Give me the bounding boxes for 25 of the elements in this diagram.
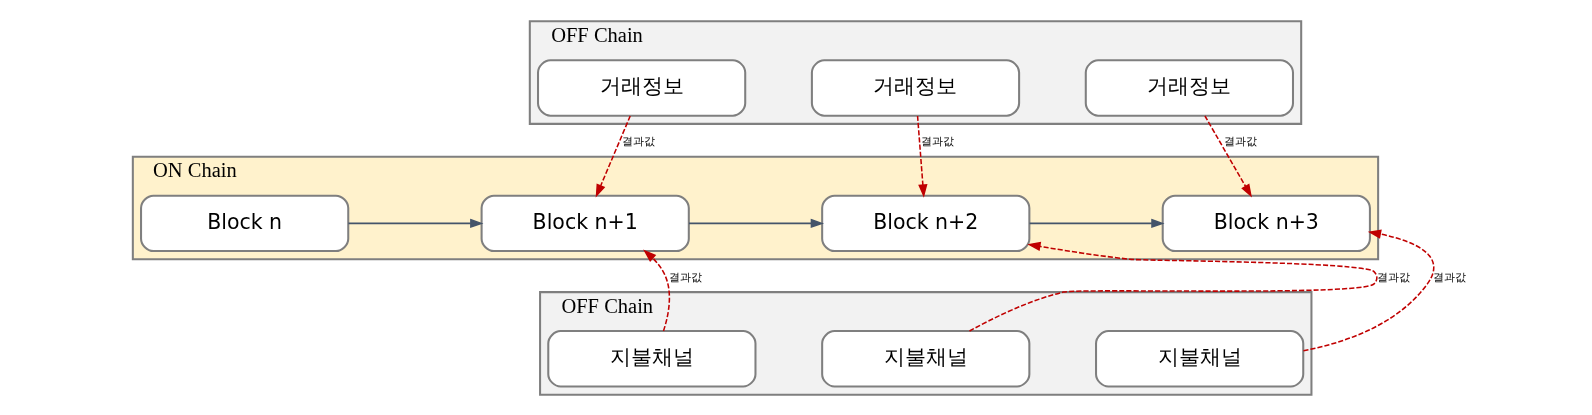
node-box: 거래정보 xyxy=(537,58,747,117)
node-box: Block n xyxy=(140,194,350,252)
arrow xyxy=(916,114,928,198)
edge-label: 결과값 xyxy=(622,134,656,148)
arrow xyxy=(1028,218,1165,228)
arrow xyxy=(1302,229,1435,352)
arrow xyxy=(595,114,631,198)
node-box: 거래정보 xyxy=(810,58,1021,117)
arrow xyxy=(347,218,484,228)
node-box: Block n+3 xyxy=(1161,194,1371,252)
edge-label: 결과값 xyxy=(920,134,954,148)
arrow xyxy=(643,249,671,332)
arrow xyxy=(968,241,1378,332)
edge-label: 결과값 xyxy=(1377,270,1411,284)
node-box: Block n+2 xyxy=(821,194,1031,252)
node-box: Block n+1 xyxy=(480,194,690,252)
node-box: 지불채널 xyxy=(1095,329,1305,387)
arrow xyxy=(688,218,825,228)
edge-label: 결과값 xyxy=(1224,134,1258,148)
edge-label: 결과값 xyxy=(1433,270,1467,284)
node-box: 지불채널 xyxy=(547,329,757,387)
arrow xyxy=(1204,114,1252,197)
node-box: 지불채널 xyxy=(821,329,1031,387)
edge-label: 결과값 xyxy=(669,270,703,284)
node-box: 거래정보 xyxy=(1084,58,1294,117)
